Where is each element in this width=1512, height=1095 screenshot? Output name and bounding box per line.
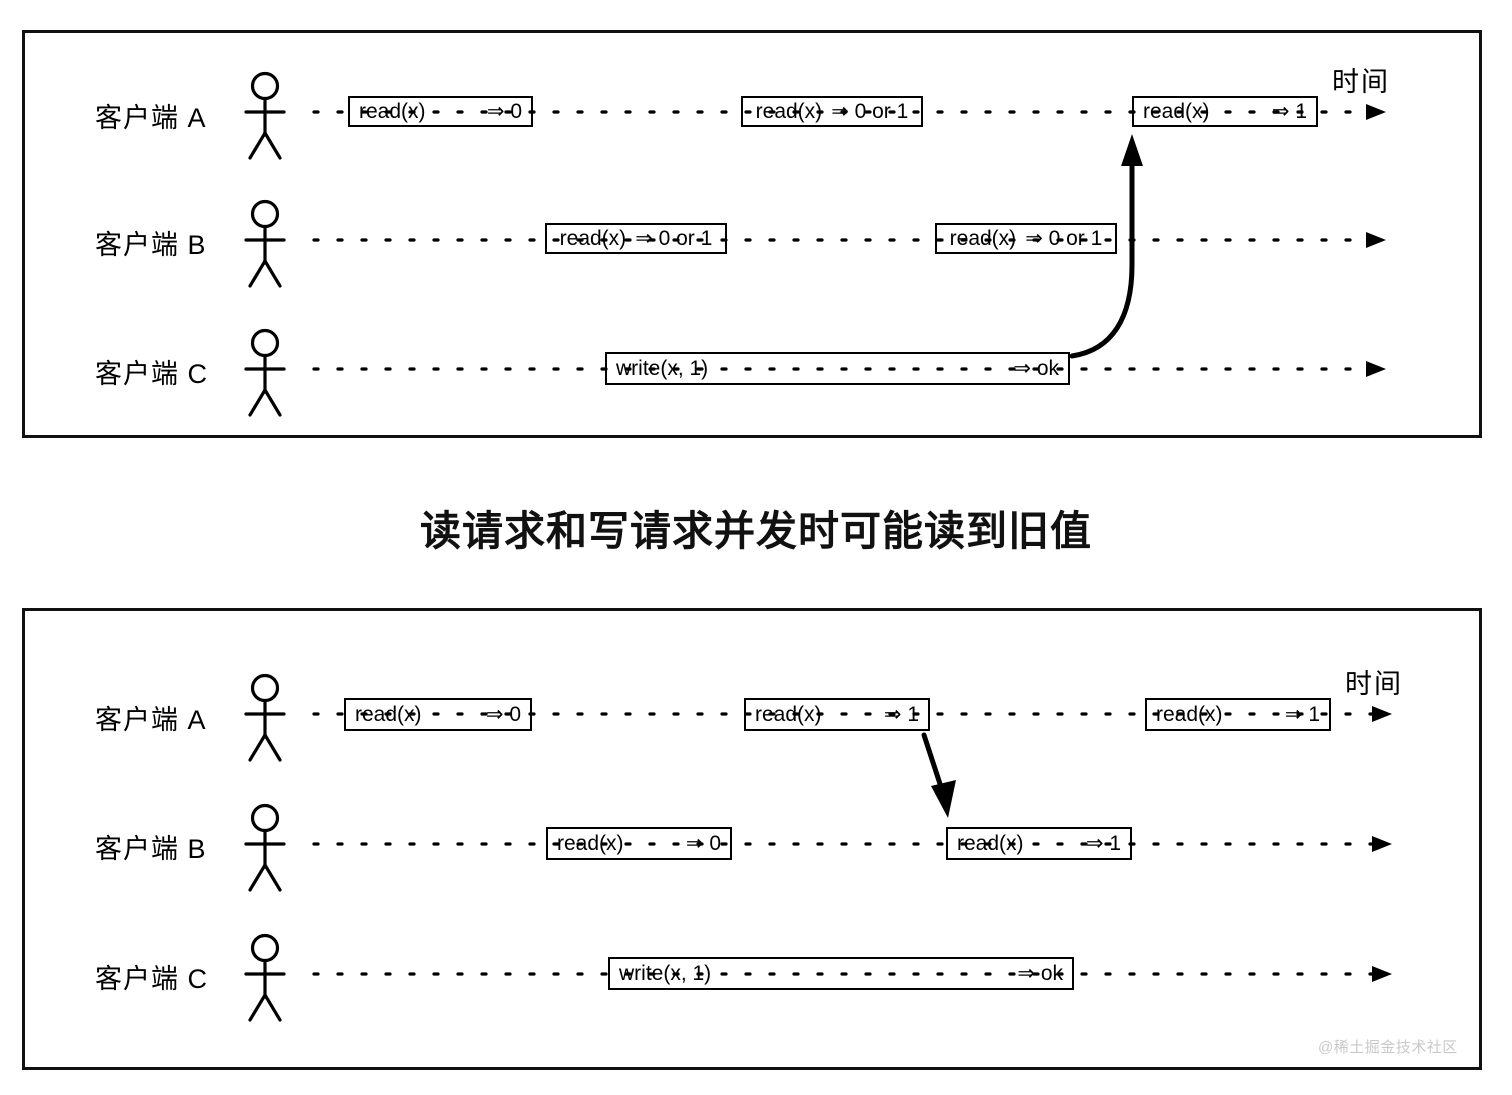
- op-box-top-a-2: read(x) ⇒ 0 or 1: [741, 96, 923, 127]
- op-call-text: read(x): [755, 100, 823, 123]
- op-call-text: read(x): [355, 703, 422, 726]
- figure-caption: 读请求和写请求并发时可能读到旧值: [420, 508, 1092, 554]
- op-result-text: ⇒ 0 or 1: [635, 227, 713, 250]
- op-box-bottom-c-1: write(x, 1) ⇒ ok: [608, 957, 1074, 990]
- op-call-text: write(x, 1): [616, 357, 709, 380]
- actor-label-client-b-top: 客户端 B: [95, 230, 207, 260]
- actor-label-client-a-top: 客户端 A: [95, 103, 207, 133]
- op-result-text: ⇒ 0: [485, 703, 521, 726]
- op-call-text: read(x): [755, 703, 822, 726]
- op-result-text: ⇒ 0: [685, 832, 721, 855]
- op-result-text: ⇒ 1: [1085, 832, 1121, 855]
- op-box-top-b-1: read(x) ⇒ 0 or 1: [545, 223, 727, 254]
- watermark-text: @稀土掘金技术社区: [1318, 1039, 1458, 1056]
- time-axis-label-bottom: 时间: [1345, 669, 1403, 699]
- op-result-text: ⇒ 0 or 1: [831, 100, 909, 123]
- actor-label-client-b-bottom: 客户端 B: [95, 834, 207, 864]
- op-call-text: read(x): [559, 227, 627, 250]
- op-result-text: ⇒ ok: [1017, 962, 1063, 985]
- actor-label-client-c-bottom: 客户端 C: [95, 964, 208, 994]
- op-box-top-a-1: read(x) ⇒ 0: [348, 96, 533, 127]
- op-box-bottom-a-1: read(x) ⇒ 0: [344, 698, 532, 731]
- op-result-text: ⇒ 0: [486, 100, 522, 123]
- op-result-text: ⇒ ok: [1013, 357, 1059, 380]
- op-result-text: ⇒ 1: [1284, 703, 1320, 726]
- op-box-bottom-b-2: read(x) ⇒ 1: [946, 827, 1132, 860]
- op-box-top-a-3: read(x) ⇒ 1: [1132, 96, 1318, 127]
- op-call-text: read(x): [557, 832, 624, 855]
- op-box-bottom-b-1: read(x) ⇒ 0: [546, 827, 732, 860]
- op-call-text: read(x): [957, 832, 1024, 855]
- op-result-text: ⇒ 1: [883, 703, 919, 726]
- time-axis-label-top: 时间: [1332, 67, 1390, 97]
- op-box-top-c-1: write(x, 1) ⇒ ok: [605, 352, 1070, 385]
- op-box-bottom-a-2: read(x) ⇒ 1: [744, 698, 930, 731]
- op-call-text: read(x): [359, 100, 426, 123]
- op-result-text: ⇒ 0 or 1: [1025, 227, 1103, 250]
- op-result-text: ⇒ 1: [1271, 100, 1307, 123]
- op-box-top-b-2: read(x) ⇒ 0 or 1: [935, 223, 1117, 254]
- op-call-text: write(x, 1): [619, 962, 712, 985]
- op-box-bottom-a-3: read(x) ⇒ 1: [1145, 698, 1331, 731]
- op-call-text: read(x): [1143, 100, 1210, 123]
- actor-label-client-a-bottom: 客户端 A: [95, 705, 207, 735]
- actor-label-client-c-top: 客户端 C: [95, 359, 208, 389]
- diagram-bottom-frame: [22, 608, 1482, 1070]
- op-call-text: read(x): [949, 227, 1017, 250]
- op-call-text: read(x): [1156, 703, 1223, 726]
